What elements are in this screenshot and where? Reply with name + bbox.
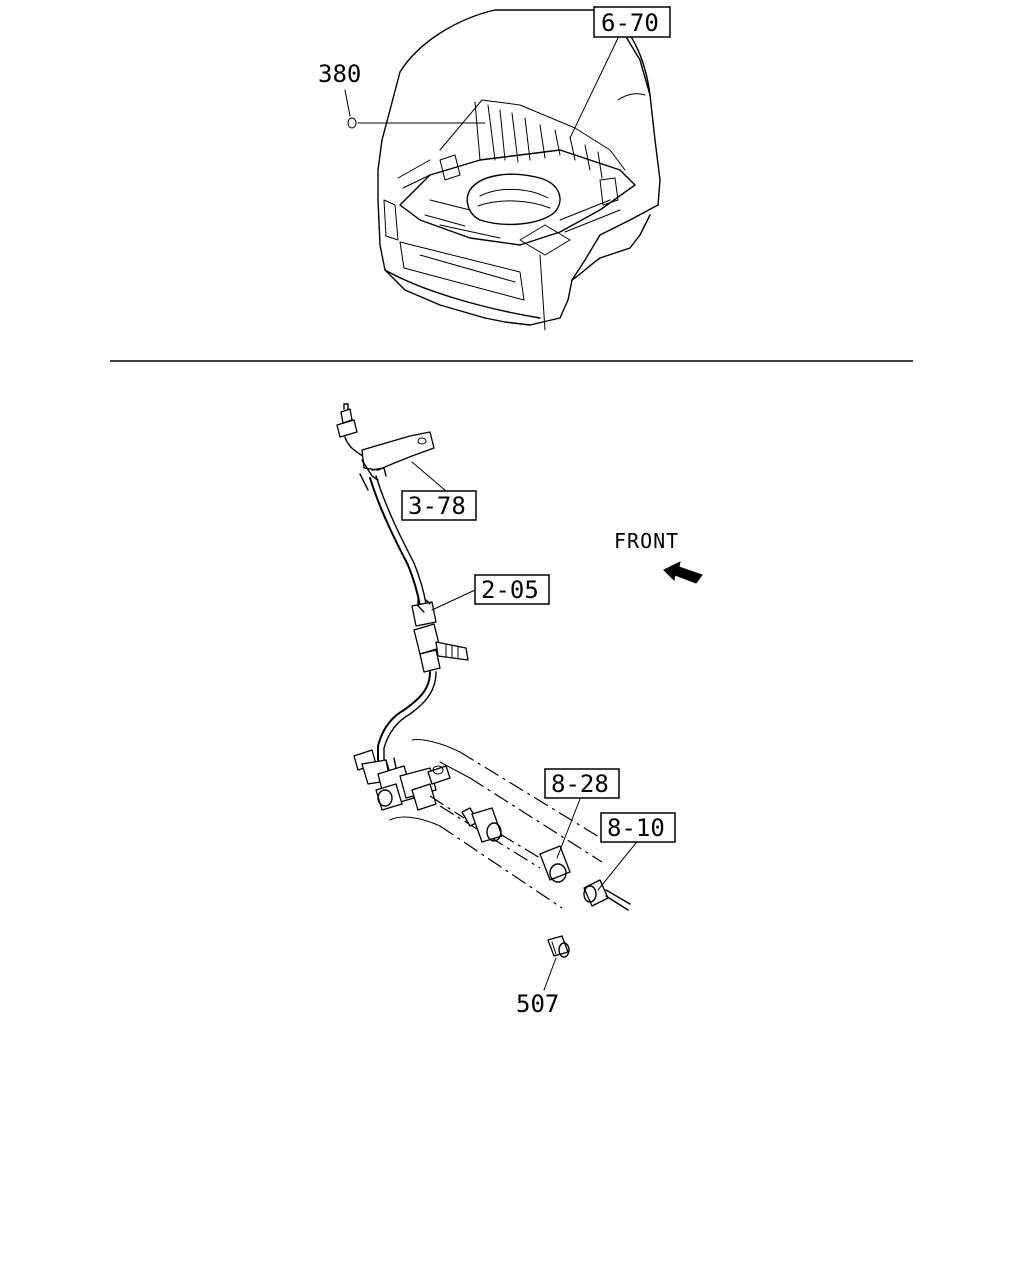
grommet-380 (347, 117, 357, 129)
leader-3-78 (411, 461, 447, 492)
callout-8-10-box (600, 812, 676, 843)
callout-380: 380 (318, 60, 486, 129)
cable-junction (411, 599, 469, 673)
callout-8-28: 8-28 (544, 768, 620, 859)
callout-507: 507 (516, 957, 559, 1018)
leader-2-05 (431, 589, 476, 611)
callout-3-78: 3-78 (401, 461, 477, 521)
cable-upper-run (369, 475, 427, 607)
callout-8-10: 8-10 (597, 812, 676, 891)
callout-380-label: 380 (318, 60, 361, 88)
callout-2-05: 2-05 (431, 574, 550, 611)
callout-6-70: 6-70 (569, 6, 671, 139)
cab-illustration (377, 9, 661, 331)
part-8-28-assembly (429, 795, 571, 883)
leader-380 (344, 89, 351, 117)
callout-2-05-label: 2-05 (481, 576, 539, 604)
part-8-10 (583, 879, 631, 911)
callout-3-78-label: 3-78 (408, 492, 466, 520)
part-507 (547, 935, 570, 958)
callout-8-28-label: 8-28 (551, 770, 609, 798)
callout-6-70-box (593, 6, 671, 38)
front-arrow-icon (663, 561, 703, 584)
cable-lower-run (377, 671, 437, 763)
callout-2-05-box (474, 574, 550, 605)
lower-fitting-assembly (353, 749, 451, 811)
callout-6-70-label: 6-70 (601, 9, 659, 37)
callout-507-label: 507 (516, 990, 559, 1018)
leader-8-10 (597, 842, 637, 891)
callout-8-28-box (544, 768, 620, 799)
front-label: FRONT (614, 529, 679, 553)
leader-8-28 (556, 798, 581, 859)
cable-upper-end (336, 403, 435, 491)
front-indicator: FRONT (614, 529, 703, 584)
leader-6-70 (569, 37, 619, 139)
callout-3-78-box (401, 490, 477, 521)
callout-8-10-label: 8-10 (607, 814, 665, 842)
leader-507 (543, 957, 557, 991)
